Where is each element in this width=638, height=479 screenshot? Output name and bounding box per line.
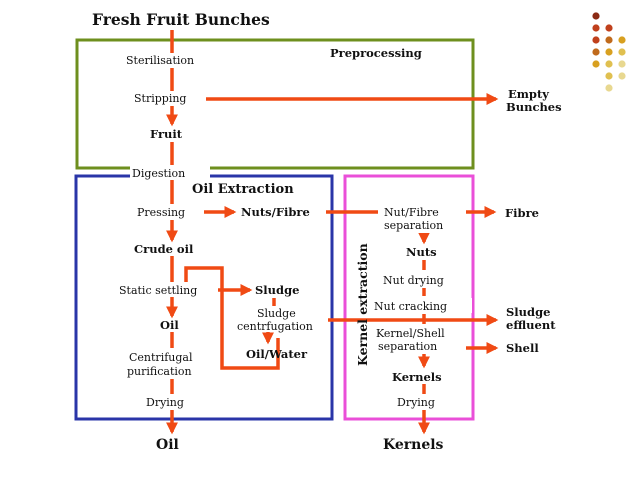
dot: [618, 48, 626, 56]
dot: [592, 12, 600, 20]
step-kernel-shell-separation-line1: Kernel/Shell: [376, 327, 445, 340]
step-drying-oil: Drying: [146, 396, 184, 409]
step-nuts-fibre: Nuts/Fibre: [241, 205, 310, 219]
label-bg: [380, 205, 466, 233]
dot: [618, 72, 626, 80]
step-nut-drying: Nut drying: [383, 274, 444, 287]
output-sludge-effluent-line2: effluent: [506, 318, 556, 332]
step-static-settling: Static settling: [119, 284, 197, 297]
label-bg: [390, 395, 456, 410]
dot: [605, 24, 613, 32]
dot: [605, 60, 613, 68]
output-final-kernels: Kernels: [383, 437, 444, 453]
dot: [592, 48, 600, 56]
label-bg: [124, 53, 220, 68]
kernel-extraction-box: [343, 174, 475, 421]
step-pressing: Pressing: [137, 206, 185, 219]
dot: [592, 36, 600, 44]
dot: [605, 36, 613, 44]
output-sludge-effluent-line1: Sludge: [506, 305, 550, 319]
label-bg: [380, 272, 466, 287]
dot: [592, 60, 600, 68]
step-nuts: Nuts: [406, 245, 437, 259]
label-bg: [140, 395, 204, 410]
title-fresh-fruit-bunches: Fresh Fruit Bunches: [92, 10, 270, 29]
step-sterilisation: Sterilisation: [126, 54, 194, 67]
step-oil-water: Oil/Water: [246, 347, 308, 361]
decorative-dots: [592, 12, 626, 92]
output-fibre: Fibre: [505, 206, 539, 220]
label-backgrounds: [118, 53, 472, 410]
dot: [618, 60, 626, 68]
label-bg: [372, 298, 472, 313]
label-bg: [130, 165, 210, 180]
step-crude-oil: Crude oil: [134, 242, 194, 256]
step-kernels: Kernels: [392, 370, 442, 384]
output-shell: Shell: [506, 341, 539, 355]
preprocessing-box: [75, 38, 475, 170]
output-final-oil: Oil: [156, 437, 179, 453]
label-bg: [118, 282, 218, 297]
step-digestion: Digestion: [132, 167, 185, 180]
step-nut-cracking: Nut cracking: [374, 300, 447, 313]
dot: [618, 36, 626, 44]
dot: [605, 72, 613, 80]
dot: [605, 84, 613, 92]
flow-arrows: [166, 30, 499, 435]
label-bg: [134, 205, 204, 220]
output-empty-bunches-line1: Empty: [508, 87, 549, 101]
step-sludge-centrifugation-line2: centrfugation: [237, 320, 313, 333]
section-kernel-extraction: Kernel extraction: [355, 243, 370, 366]
step-sludge: Sludge: [255, 283, 299, 297]
label-bg: [132, 91, 206, 106]
dot: [592, 24, 600, 32]
step-centrifugal-purification-line2: purification: [127, 365, 192, 378]
output-empty-bunches-line2: Bunches: [506, 100, 562, 114]
label-bg: [126, 349, 216, 379]
step-nut-fibre-separation-line1: Nut/Fibre: [384, 206, 439, 219]
step-fruit: Fruit: [150, 127, 183, 141]
step-drying-kernels: Drying: [397, 396, 435, 409]
step-kernel-shell-separation-line2: separation: [378, 340, 437, 353]
oil-water-return-loop: [184, 266, 280, 370]
step-sludge-centrifugation-line1: Sludge: [257, 307, 296, 320]
dot: [605, 48, 613, 56]
label-bg: [236, 306, 328, 332]
step-nut-fibre-separation-line2: separation: [384, 219, 443, 232]
step-stripping: Stripping: [134, 92, 186, 105]
label-bg: [374, 325, 466, 354]
step-centrifugal-purification-line1: Centrifugal: [129, 351, 193, 364]
step-oil: Oil: [160, 318, 179, 332]
section-preprocessing: Preprocessing: [330, 46, 422, 60]
section-oil-extraction: Oil Extraction: [192, 182, 294, 197]
